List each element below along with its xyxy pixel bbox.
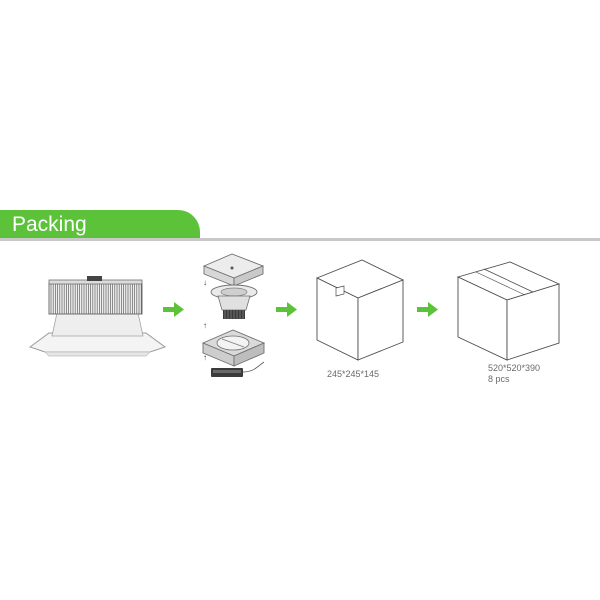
svg-text:↓: ↓ [203,278,207,287]
section-header-tab [0,210,200,240]
carton-quantity: 8 pcs [488,374,510,384]
arrow-right-icon [417,302,438,317]
inner-box-illustration [315,259,405,361]
section-divider [0,238,600,241]
arrow-right-icon [276,302,297,317]
svg-text:↑: ↑ [203,321,207,330]
section-title: Packing [12,213,87,236]
inner-box-dimensions: 245*245*145 [327,369,380,379]
arrow-right-icon [163,302,184,317]
carton-dimensions: 520*520*390 [488,363,541,373]
exploded-packaging-illustration: ↓ ↑ ↑ [201,253,266,377]
driver-box [87,276,102,281]
downlight-illustration [28,276,167,357]
carton-illustration [456,261,561,361]
svg-text:↑: ↑ [203,353,207,362]
